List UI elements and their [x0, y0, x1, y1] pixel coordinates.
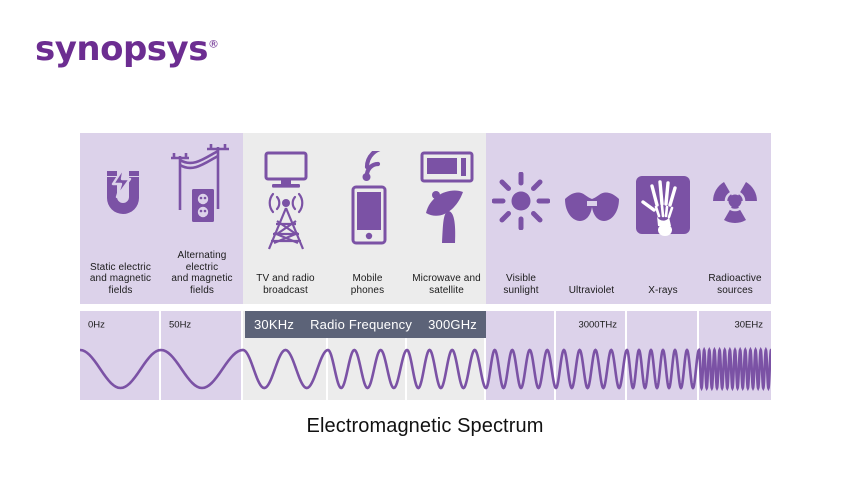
freq-label: 50Hz: [169, 319, 192, 330]
wave-cell-mobile: [328, 338, 407, 400]
category-column-static-fields: Static electric and magnetic fields: [80, 133, 161, 304]
wave-cell-microwave: [407, 338, 486, 400]
category-label: Static electric and magnetic fields: [89, 261, 152, 296]
spectrum-icon-panel: Static electric and magnetic fields: [80, 133, 771, 304]
figure-title: Electromagnetic Spectrum: [306, 415, 544, 437]
category-column-xrays: X-rays: [627, 133, 699, 304]
sunglasses-icon: [556, 133, 627, 285]
category-column-visible-sunlight: Visible sunlight: [486, 133, 556, 304]
category-label: TV and radio broadcast: [256, 273, 315, 296]
category-label: X-rays: [648, 284, 678, 296]
wave-cell-xrays: [627, 338, 699, 400]
freq-label: 3000THz: [578, 319, 617, 330]
freq-label: 0Hz: [88, 319, 105, 330]
waveform-row: [80, 338, 771, 400]
smartphone-wifi-icon: [328, 133, 407, 273]
category-label: Alternating electric and magnetic fields: [171, 250, 233, 296]
wave-cell-ultraviolet: [556, 338, 627, 400]
radiation-hazard-icon: [699, 133, 771, 273]
freq-cell-0hz: 0Hz: [80, 311, 161, 338]
category-label: Radioactive sources: [708, 273, 762, 296]
tv-and-broadcast-tower-icon: [243, 133, 328, 273]
freq-cell-3000thz: 3000THz: [556, 311, 627, 338]
freq-cell-visible: [486, 311, 556, 338]
power-line-outlet-icon: [161, 133, 243, 250]
segment-radio-frequency: TV and radio broadcast: [243, 133, 486, 304]
category-label: Visible sunlight: [503, 273, 539, 296]
category-label: Mobile phones: [350, 273, 385, 296]
wave-cell-radioactive: [699, 338, 771, 400]
rf-band-name: Radio Frequency: [310, 317, 413, 332]
rf-start-label: 30KHz: [254, 317, 295, 332]
category-label: Microwave and satellite: [412, 273, 481, 296]
segment-ionizing: Visible sunlight Ultraviolet: [486, 133, 771, 304]
freq-label: 30EHz: [734, 319, 763, 330]
category-column-microwave-satellite: Microwave and satellite: [407, 133, 486, 304]
category-column-radioactive: Radioactive sources: [699, 133, 771, 304]
wave-cell-tv-radio: [243, 338, 328, 400]
sun-icon: [486, 133, 556, 273]
electromagnetic-spectrum-figure: Static electric and magnetic fields: [80, 133, 771, 400]
logo-wordmark: synopsys: [35, 29, 208, 69]
wave-cell-alternating: [161, 338, 243, 400]
freq-cell-50hz: 50Hz: [161, 311, 243, 338]
wave-cell-visible: [486, 338, 556, 400]
category-column-tv-radio: TV and radio broadcast: [243, 133, 328, 304]
wave-cell-static: [80, 338, 161, 400]
registered-trademark-icon: ®: [207, 37, 219, 51]
freq-cell-30ehz: 30EHz: [699, 311, 771, 338]
radio-frequency-band: 30KHz Radio Frequency 300GHz: [245, 311, 486, 338]
hand-xray-icon: [627, 133, 699, 285]
category-column-ultraviolet: Ultraviolet: [556, 133, 627, 304]
segment-static-fields: Static electric and magnetic fields: [80, 133, 243, 304]
rf-end-label: 300GHz: [428, 317, 477, 332]
frequency-label-row: 0Hz 50Hz 3000THz 30EHz 30KHz Radio Frequ…: [80, 311, 771, 338]
category-label: Ultraviolet: [568, 284, 615, 296]
synopsys-logo: synopsys®: [35, 29, 219, 69]
freq-cell-xrays: [627, 311, 699, 338]
microwave-oven-satellite-dish-icon: [407, 133, 486, 273]
category-column-alternating-fields: Alternating electric and magnetic fields: [161, 133, 243, 304]
category-column-mobile-phones: Mobile phones: [328, 133, 407, 304]
horseshoe-magnet-icon: [80, 133, 161, 262]
